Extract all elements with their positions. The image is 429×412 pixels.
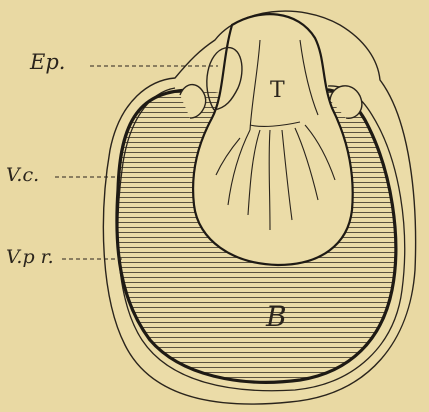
label-vc: V.c. xyxy=(6,164,39,186)
label-t: T xyxy=(270,78,285,103)
label-b: B xyxy=(266,300,287,333)
label-vpr: V.p r. xyxy=(6,246,54,268)
label-ep: Ep. xyxy=(30,50,65,74)
